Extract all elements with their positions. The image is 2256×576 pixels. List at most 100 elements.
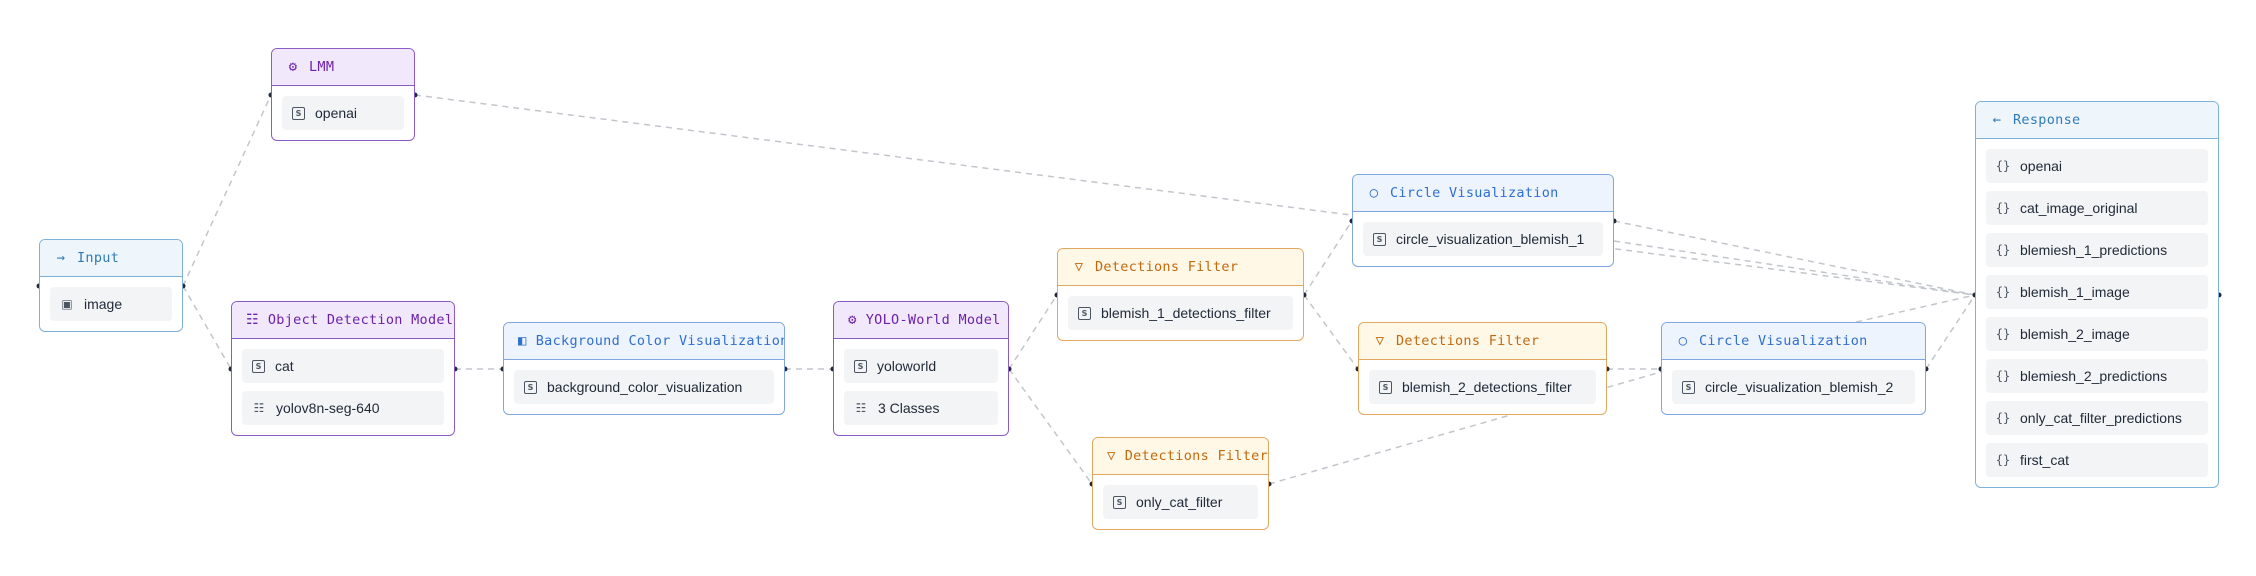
node-field[interactable]: {}blemish_1_image	[1986, 275, 2208, 309]
braces-icon: {}	[1995, 243, 2011, 257]
arrow-right-icon: →	[56, 250, 66, 266]
node-header[interactable]: → Input	[40, 240, 182, 277]
string-icon: S	[292, 106, 305, 120]
field-label: background_color_visualization	[547, 379, 743, 395]
field-label: blemish_2_image	[2020, 326, 2130, 342]
node-field[interactable]: {} blemiesh_1_predictions	[1986, 233, 2208, 267]
field-label: only_cat_filter_predictions	[2020, 410, 2182, 426]
filter-icon: ▽	[1074, 259, 1084, 275]
field-label: cat_image_original	[2020, 200, 2138, 216]
node-input[interactable]: → Input ▣ image	[39, 239, 183, 332]
edge-yolo-world-to-filter-3	[1008, 368, 1093, 485]
edge-circle-2-to-response	[1925, 294, 1976, 370]
field-label: 3 Classes	[878, 400, 940, 416]
field-label: circle_visualization_blemish_1	[1396, 231, 1585, 247]
braces-icon: {}	[1995, 453, 2011, 467]
node-header[interactable]: ☷Object Detection Model	[232, 302, 454, 339]
string-icon: S	[1078, 306, 1091, 320]
node-field[interactable]: ▣ image	[50, 287, 172, 321]
node-field[interactable]: {}cat_image_original	[1986, 191, 2208, 225]
edge-yolo-world-to-filter-1	[1008, 294, 1058, 370]
edge-circle-2-to-response	[1855, 294, 1976, 323]
edge-circle-1-to-response	[1613, 240, 1976, 296]
node-title: Background Color Visualization	[535, 333, 785, 349]
node-title: Detections Filter	[1124, 448, 1269, 464]
string-icon: S	[524, 380, 537, 394]
field-label: cat	[275, 358, 294, 374]
string-icon: S	[252, 359, 265, 373]
edge-filter-1-to-filter-2	[1303, 294, 1359, 370]
node-title: Object Detection Model	[267, 312, 454, 328]
string-icon: S	[1379, 380, 1392, 394]
braces-icon: {}	[1995, 411, 2011, 425]
paint-bucket-icon: ◧	[518, 333, 527, 349]
edge-input-to-object-detection	[182, 285, 232, 370]
node-field[interactable]: ☷yolov8n-seg-640	[242, 391, 444, 425]
arrow-left-icon: ←	[1992, 112, 2002, 128]
node-field[interactable]: {}openai	[1986, 149, 2208, 183]
node-header[interactable]: ▽ Detections Filter	[1093, 438, 1268, 475]
node-field[interactable]: {} first_cat	[1986, 443, 2208, 477]
node-header[interactable]: ▽Detections Filter	[1058, 249, 1303, 286]
string-icon: S	[1682, 380, 1695, 394]
node-header[interactable]: ▽Detections Filter	[1359, 323, 1606, 360]
circle-icon: ○	[1678, 333, 1688, 349]
node-field[interactable]: ☷3 Classes	[844, 391, 998, 425]
field-label: only_cat_filter	[1136, 494, 1223, 510]
node-header[interactable]: ⚙LMM	[272, 49, 414, 86]
field-label: yoloworld	[877, 358, 937, 374]
node-header[interactable]: ○Circle Visualization	[1662, 323, 1925, 360]
filter-icon: ▽	[1107, 448, 1116, 464]
node-title: YOLO-World Model	[865, 312, 1001, 328]
node-field[interactable]: {} blemish_2_image	[1986, 317, 2208, 351]
node-response[interactable]: ←Response{}openai{}cat_image_original{}b…	[1975, 101, 2219, 488]
field-label: openai	[315, 105, 358, 121]
braces-icon: {}	[1995, 327, 2011, 341]
field-label: blemiesh_2_predictions	[2020, 368, 2168, 384]
string-icon: S	[1113, 495, 1126, 509]
node-title: Input	[77, 250, 120, 266]
field-label: image	[84, 296, 123, 312]
node-field[interactable]: {} only_cat_filter_predictions	[1986, 401, 2208, 435]
node-header[interactable]: ○Circle Visualization	[1353, 175, 1613, 212]
field-label: yolov8n-seg-640	[276, 400, 380, 416]
node-header[interactable]: ←Response	[1976, 102, 2218, 139]
node-title: Detections Filter	[1396, 333, 1540, 349]
node-field[interactable]: {} blemiesh_2_predictions	[1986, 359, 2208, 393]
node-body: {}openai{}cat_image_original{}blemiesh_1…	[1976, 139, 2218, 487]
node-body: ▣ image	[40, 277, 182, 331]
braces-icon: {}	[1995, 159, 2011, 173]
field-label: first_cat	[2020, 452, 2070, 468]
string-icon: S	[1373, 232, 1386, 246]
field-label: blemiesh_1_predictions	[2020, 242, 2168, 258]
node-header[interactable]: ⚙YOLO-World Model	[834, 302, 1008, 339]
node-header[interactable]: ◧ Background Color Visualization	[504, 323, 784, 360]
image-icon: ▣	[61, 297, 73, 311]
circle-icon: ○	[1369, 185, 1379, 201]
braces-icon: {}	[1995, 369, 2011, 383]
